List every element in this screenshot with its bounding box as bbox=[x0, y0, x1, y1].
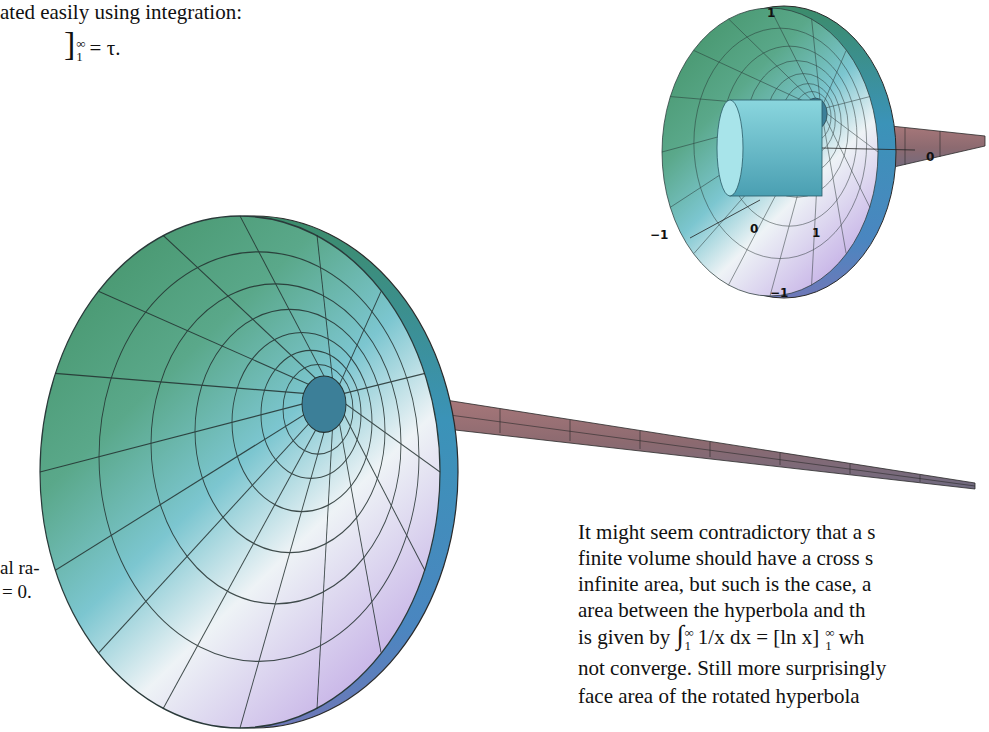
math-bracket: ] bbox=[64, 25, 75, 62]
inset-cylinder bbox=[730, 100, 822, 196]
text-fragment: not converge. Still more surprisingly bbox=[578, 656, 886, 680]
text-fragment: 1/x dx = [ln x] bbox=[698, 625, 820, 649]
text-line: not converge. Still more surprisingly bbox=[578, 656, 886, 680]
tube-body bbox=[420, 396, 975, 489]
axis-label: 0 bbox=[750, 222, 758, 236]
integral-sign: ∫ bbox=[676, 620, 683, 650]
upper-limit: ∞ bbox=[685, 626, 694, 640]
integral-limits: ∞1 bbox=[825, 626, 834, 653]
text-fragment: is given by bbox=[578, 625, 670, 649]
upper-limit: ∞ bbox=[825, 626, 834, 640]
lower-limit: 1 bbox=[685, 639, 694, 653]
text-line: finite volume should have a cross s bbox=[578, 546, 873, 570]
tube-grid bbox=[570, 420, 571, 441]
tube-grid bbox=[780, 453, 781, 465]
axis-label: 1 bbox=[812, 226, 820, 240]
text-fragment: = τ. bbox=[90, 36, 121, 60]
text-fragment: ated easily using integration: bbox=[0, 0, 242, 24]
axis-label: −1 bbox=[650, 228, 668, 242]
text-line: It might seem contradictory that a s bbox=[578, 520, 875, 544]
text-line: = 0. bbox=[2, 581, 32, 603]
axis-line bbox=[690, 200, 760, 238]
tube-grid bbox=[905, 128, 906, 165]
text-fragment: wh bbox=[839, 625, 865, 649]
tube-grid bbox=[420, 409, 975, 486]
axis-line bbox=[822, 148, 915, 150]
text-fragment: infinite area, but such is the case, a bbox=[578, 572, 871, 596]
text-fragment: al ra- bbox=[0, 557, 40, 578]
tube-grid bbox=[640, 431, 641, 449]
main-bell bbox=[40, 216, 458, 728]
tube-grid bbox=[710, 442, 711, 457]
text-fragment: = 0. bbox=[2, 581, 32, 602]
inset-horn bbox=[662, 6, 985, 298]
inset-face bbox=[662, 8, 878, 296]
text-line: ]∞1= τ. bbox=[64, 24, 120, 64]
text-line: infinite area, but such is the case, a bbox=[578, 572, 871, 596]
text-fragment: finite volume should have a cross s bbox=[578, 546, 873, 570]
text-line: is given by∫∞11/x dx = [ln x]∞1wh bbox=[578, 620, 864, 653]
axis-label: 1 bbox=[767, 6, 775, 20]
tube-grid bbox=[420, 411, 975, 486]
text-fragment: It might seem contradictory that a s bbox=[578, 520, 875, 544]
lower-limit: 1 bbox=[825, 639, 834, 653]
integral-limits: ∞1 bbox=[685, 626, 694, 653]
text-fragment: face area of the rotated hyperbola bbox=[578, 684, 860, 708]
axis-label: 0 bbox=[926, 150, 934, 164]
axis-label: −1 bbox=[770, 286, 788, 300]
tube-grid bbox=[940, 131, 941, 157]
text-line: ated easily using integration: bbox=[0, 0, 242, 24]
lower-limit: 1 bbox=[76, 50, 85, 64]
text-line: area between the hyperbola and th bbox=[578, 598, 865, 622]
upper-limit: ∞ bbox=[76, 37, 85, 51]
main-tube bbox=[420, 396, 975, 489]
text-fragment: area between the hyperbola and th bbox=[578, 598, 865, 622]
cylinder-end bbox=[717, 100, 743, 196]
tube-grid bbox=[500, 409, 501, 433]
text-line: al ra- bbox=[0, 557, 40, 579]
bell-face bbox=[40, 216, 440, 728]
integral-limits: ∞1 bbox=[76, 37, 85, 64]
text-line: face area of the rotated hyperbola bbox=[578, 684, 860, 708]
